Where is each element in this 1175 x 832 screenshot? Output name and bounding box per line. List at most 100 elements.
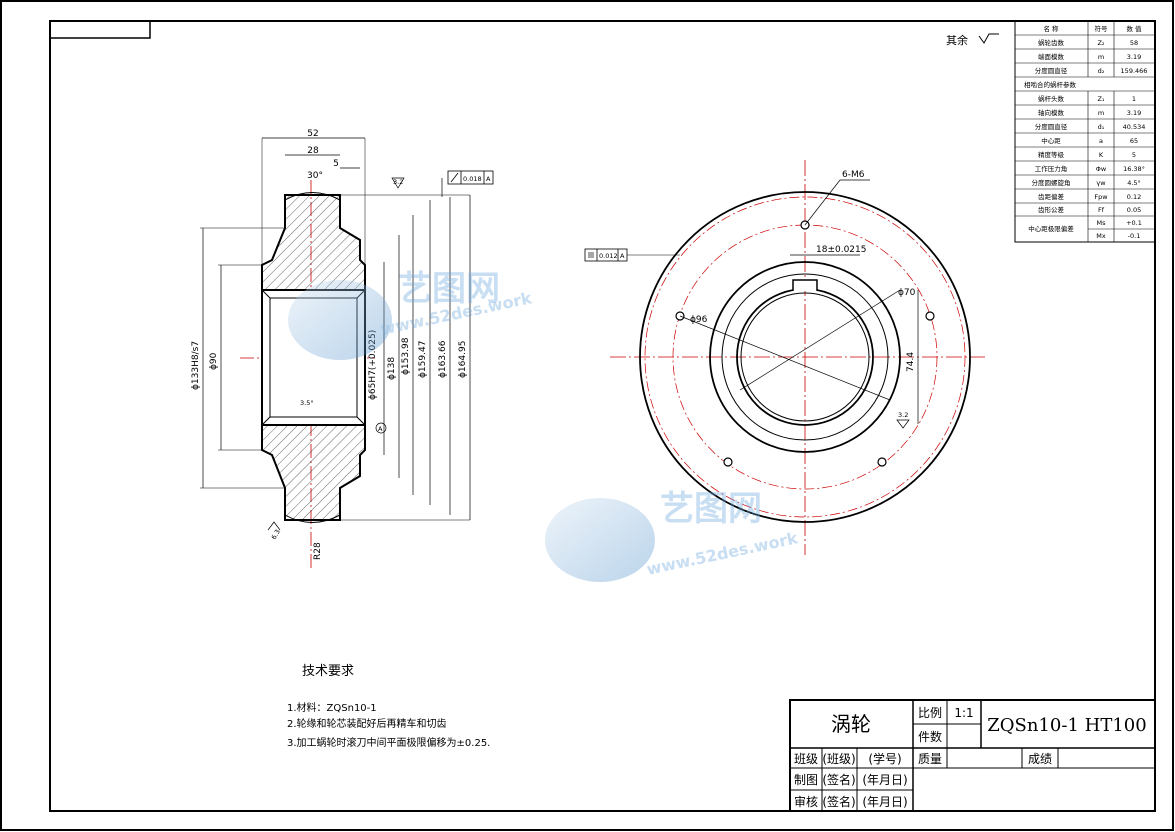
dim-d153: ϕ153.98 xyxy=(401,337,411,375)
student-id: (学号) xyxy=(868,751,901,766)
bolt-hole xyxy=(877,457,887,467)
symmetry-datum: A xyxy=(620,252,625,260)
tech-requirements: 技术要求 1.材料：ZQSn10-1 2.轮缘和轮芯装配好后再精车和切齿 3.加… xyxy=(287,664,490,749)
dim-d65: ϕ65H7(+0.025) xyxy=(368,330,378,400)
surface-finish-note: 其余 xyxy=(946,33,968,47)
param2-value: +0.1 xyxy=(1126,219,1142,227)
param-symbol: Z₂ xyxy=(1097,39,1104,47)
datum-a-marker: A xyxy=(378,425,383,433)
dim-d163: ϕ163.66 xyxy=(438,340,448,378)
check-date: (年月日) xyxy=(862,795,907,809)
dim-5: 5 xyxy=(333,159,339,169)
dim-d138: ϕ138 xyxy=(387,357,397,380)
dim-key-depth: 74.4 xyxy=(906,352,916,372)
param2-value: 40.534 xyxy=(1123,123,1146,131)
params-table: 名 称 符号 数 值 蜗轮齿数 Z₂ 58 端面模数 m 3.19 分度圆直径 … xyxy=(1014,20,1156,243)
param2-name: 分度圆螺旋角 xyxy=(1032,178,1071,187)
tech-req-item: 3.加工蜗轮时滚刀中间平面极限偏移为±0.25. xyxy=(287,736,490,749)
params-header-symbol: 符号 xyxy=(1095,24,1109,33)
param2-value: 4.5° xyxy=(1127,179,1141,187)
runout-datum: A xyxy=(486,175,491,183)
title-block: 涡轮 比例 1:1 件数 ZQSn10-1 HT100 班级 (班级) (学号)… xyxy=(789,699,1156,812)
scale-label: 比例 xyxy=(918,706,942,720)
param2-symbol: m xyxy=(1098,109,1104,117)
part-name: 涡轮 xyxy=(831,712,871,736)
tech-req-title: 技术要求 xyxy=(302,664,354,679)
param-symbol: m xyxy=(1098,53,1104,61)
taper-angle: 3.5° xyxy=(300,399,314,407)
dim-6-m6: 6-M6 xyxy=(842,170,865,180)
tech-req-item: 1.材料：ZQSn10-1 xyxy=(287,701,377,714)
params-header-value: 数 值 xyxy=(1126,24,1142,33)
param-name: 端面模数 xyxy=(1038,52,1065,61)
param2-value: 5 xyxy=(1132,151,1136,159)
param2-value: 65 xyxy=(1130,137,1138,145)
param2-name: 工作压力角 xyxy=(1035,164,1068,173)
dim-angle-30: 30° xyxy=(307,171,323,181)
param2-symbol: Z₁ xyxy=(1097,95,1104,103)
corner-box xyxy=(49,20,151,39)
surface-finish-symbol-icon xyxy=(978,33,999,44)
param2-value: 0.05 xyxy=(1127,206,1141,214)
roughness-top: 3.2 xyxy=(393,178,403,186)
dim-d133: ϕ133H8/s7 xyxy=(191,341,201,390)
param2-name: 精度等级 xyxy=(1038,150,1065,159)
param2-name: 中心距极限偏差 xyxy=(1028,224,1074,233)
params-header-name: 名 称 xyxy=(1043,24,1059,33)
mass-label: 质量 xyxy=(918,752,942,766)
dim-r28: R28 xyxy=(313,542,323,560)
param2-symbol: d₁ xyxy=(1098,123,1105,131)
tech-req-item: 2.轮缘和轮芯装配好后再精车和切齿 xyxy=(287,717,447,730)
param2-symbol: Mx xyxy=(1096,232,1106,240)
front-roughness: 3.2 xyxy=(898,411,908,419)
param2-symbol: γw xyxy=(1096,179,1106,187)
param2-value: 16.38° xyxy=(1123,165,1145,173)
class-label: 班级 xyxy=(794,752,818,766)
param-value: 159.466 xyxy=(1121,67,1148,75)
param2-symbol: Ff xyxy=(1098,206,1105,214)
dim-d96: ϕ96 xyxy=(690,315,708,325)
runout-tolerance: 0.018 xyxy=(463,175,482,183)
scale-value: 1:1 xyxy=(954,706,973,720)
check-label: 审核 xyxy=(794,794,818,809)
param2-name: 轴向模数 xyxy=(1038,108,1065,117)
dim-d164: ϕ164.95 xyxy=(458,341,468,378)
check-sign: (签名) xyxy=(822,794,855,809)
bolt-hole xyxy=(723,457,733,467)
param2-name: 蜗杆头数 xyxy=(1038,94,1065,103)
param2-value: 1 xyxy=(1132,95,1136,103)
class-value: (班级) xyxy=(822,752,855,766)
params-section-title: 相啮合的蜗杆参数 xyxy=(1024,80,1077,89)
front-view: 6-M6 18±0.0215 ϕ96 ϕ70 74.4 3.2 0.012 A xyxy=(584,160,985,555)
param2-name: 齿距偏差 xyxy=(1038,192,1065,201)
param2-value: -0.1 xyxy=(1128,232,1141,240)
drawn-date: (年月日) xyxy=(862,773,907,787)
param-symbol: d₂ xyxy=(1098,67,1105,75)
watermark-brand: 艺图网 xyxy=(398,269,500,309)
dim-d159: ϕ159.47 xyxy=(418,341,428,378)
param2-value: 3.19 xyxy=(1127,109,1141,117)
param2-symbol: Φw xyxy=(1096,165,1107,173)
param2-symbol: a xyxy=(1099,137,1103,145)
param2-symbol: Ms xyxy=(1097,219,1107,227)
param-name: 蜗轮齿数 xyxy=(1038,38,1065,47)
dim-d90: ϕ90 xyxy=(209,352,219,370)
globe-logo-icon xyxy=(288,280,392,360)
dim-28: 28 xyxy=(307,146,319,156)
watermark-2: 艺图网 www.52des.work xyxy=(545,489,800,582)
param-value: 3.19 xyxy=(1127,53,1141,61)
param2-value: 0.12 xyxy=(1127,193,1141,201)
roughness-bottom: 6.3 xyxy=(270,528,282,541)
param-value: 58 xyxy=(1130,39,1138,47)
inner-border xyxy=(49,20,1156,812)
qty-label: 件数 xyxy=(918,729,942,744)
param2-name: 分度圆直径 xyxy=(1035,122,1068,131)
param2-symbol: Fpw xyxy=(1094,193,1108,201)
watermark-url: www.52des.work xyxy=(645,528,800,579)
dim-52: 52 xyxy=(307,129,318,139)
dim-d70: ϕ70 xyxy=(898,288,916,298)
watermark-brand: 艺图网 xyxy=(660,489,762,529)
grade-label: 成绩 xyxy=(1028,752,1052,766)
param-name: 分度圆直径 xyxy=(1035,66,1068,75)
